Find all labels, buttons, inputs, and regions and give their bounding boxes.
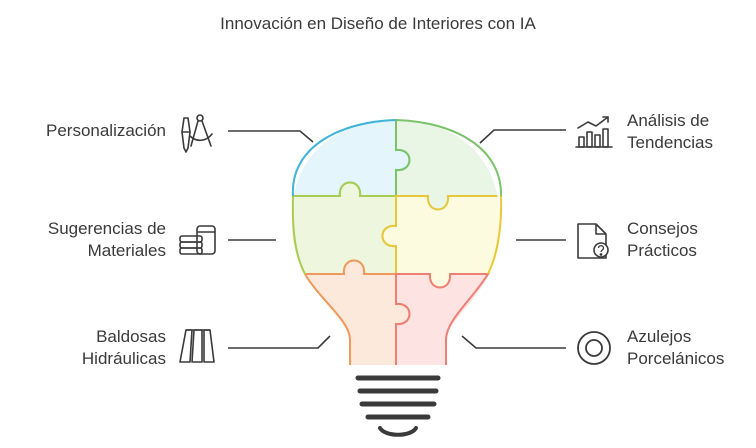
label-sugerencias-materiales: Sugerencias de Materiales bbox=[10, 218, 166, 262]
roof-tiles-icon bbox=[179, 329, 215, 363]
label-analisis-tendencias: Análisis de Tendencias bbox=[627, 110, 752, 154]
label-consejos-line1: Consejos bbox=[627, 219, 698, 238]
puzzle-piece-lime bbox=[291, 181, 397, 275]
label-tendencias-line1: Análisis de bbox=[627, 111, 710, 130]
puzzle-piece-green bbox=[395, 120, 501, 211]
label-materiales-line1: Sugerencias de bbox=[47, 219, 166, 238]
bulb-base bbox=[355, 375, 441, 437]
bulb-outline bbox=[291, 119, 503, 365]
label-azulejos-line2: Porcelánicos bbox=[627, 349, 725, 368]
label-azulejos-line1: Azulejos bbox=[627, 327, 692, 346]
label-azulejos-porcelanicos: Azulejos Porcelánicos bbox=[627, 326, 752, 370]
connector-baldosas bbox=[228, 335, 331, 349]
puzzle-pieces bbox=[291, 120, 501, 365]
diagram-title: Innovación en Diseño de Interiores con I… bbox=[220, 14, 536, 33]
stacked-materials-icon bbox=[179, 225, 216, 255]
question-document-icon bbox=[577, 223, 609, 259]
label-consejos-line2: Prácticos bbox=[627, 241, 697, 260]
drafting-tools-icon bbox=[181, 114, 213, 153]
label-materiales-line2: Materiales bbox=[87, 241, 166, 260]
connector-personalizacion bbox=[228, 130, 314, 143]
label-baldosas-line1: Baldosas bbox=[96, 327, 166, 346]
label-baldosas-line2: Hidráulicas bbox=[81, 349, 166, 368]
label-personalizacion-line1: Personalización bbox=[45, 121, 166, 140]
connector-azulejos bbox=[461, 335, 566, 349]
tile-circle-icon bbox=[577, 331, 611, 365]
puzzle-piece-peach bbox=[291, 259, 411, 365]
label-personalizacion: Personalización bbox=[10, 120, 166, 142]
connector-lines bbox=[228, 129, 566, 349]
trend-chart-icon bbox=[575, 116, 613, 148]
label-tendencias-line2: Tendencias bbox=[627, 133, 714, 152]
connector-tendencias bbox=[479, 129, 566, 144]
label-baldosas-hidraulicas: Baldosas Hidráulicas bbox=[10, 326, 166, 370]
label-consejos-practicos: Consejos Prácticos bbox=[627, 218, 752, 262]
